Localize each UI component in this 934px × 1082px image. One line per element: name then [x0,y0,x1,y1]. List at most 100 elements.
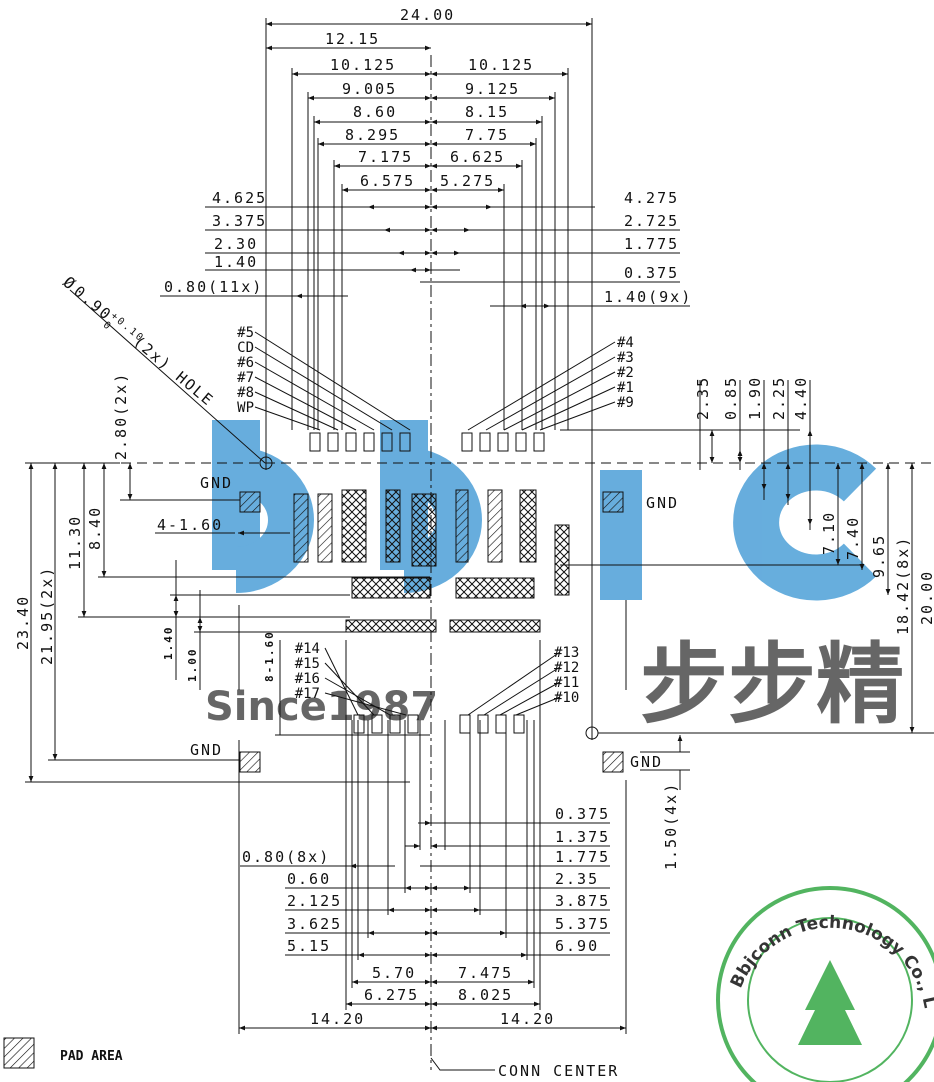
dim-7-10: 7.10 [820,511,838,555]
watermark-letter-b1-bowl [234,447,314,593]
dim-4-1-60: 4-1.60 [157,516,223,534]
dim-9-005: 9.005 [342,80,397,98]
pin-label-7: #7 [237,370,254,386]
pin-label-4: #4 [617,335,634,351]
hole-count: (2x) HOLE [130,332,218,410]
pin-label-2: #2 [617,365,634,381]
dim-8-15: 8.15 [465,103,509,121]
pin-label-8: #8 [237,385,254,401]
dim-6-575: 6.575 [360,172,415,190]
dim-4-625: 4.625 [212,189,267,207]
dim-1-40: 1.40 [214,253,258,271]
dim-20-00: 20.00 [918,570,934,625]
gnd-label-top-right: GND [646,494,679,512]
dim-2-30: 2.30 [214,235,258,253]
pin-label-3: #3 [617,350,634,366]
pin-label-11: #11 [554,675,579,691]
pin-label-10: #10 [554,690,579,706]
watermark-letter-c [733,444,877,601]
gnd-pad-bottom-left [239,751,261,773]
dim-18-42-8x: 18.42(8x) [894,536,912,635]
gnd-pad-top-left [239,491,261,513]
dim-10-125-left: 10.125 [330,56,396,74]
dim-23-40: 23.40 [14,595,32,650]
dim-b-3-875: 3.875 [555,892,610,910]
dim-2-725: 2.725 [624,212,679,230]
dim-b-3-625: 3.625 [287,915,342,933]
dim-9-125: 9.125 [465,80,520,98]
dim-1-775: 1.775 [624,235,679,253]
top-pin-row [309,432,545,452]
dim-8-295: 8.295 [345,126,400,144]
dim-3-375: 3.375 [212,212,267,230]
dim-7-175: 7.175 [358,148,413,166]
dim-24-00: 24.00 [400,6,455,24]
dim-2-25: 2.25 [770,376,788,420]
pin-label-wp: WP [237,400,254,416]
dim-b-1-375: 1.375 [555,828,610,846]
dim-b-14-20-right: 14.20 [500,1010,555,1028]
dim-2-35-right: 2.35 [694,376,712,420]
dim-8-60: 8.60 [353,103,397,121]
dim-0-80-11x: 0.80(11x) [164,278,263,296]
dim-b-0-375: 0.375 [555,805,610,823]
watermark-chinese: 步步精 [640,633,904,736]
watermark-since: Since1987 [205,684,438,730]
dim-11-30: 11.30 [66,515,84,570]
dim-2-80-2x: 2.80(2x) [112,372,130,460]
dim-0-85: 0.85 [722,376,740,420]
dim-b-2-35: 2.35 [555,870,599,888]
dim-8-40: 8.40 [86,506,104,550]
dim-6-625: 6.625 [450,148,505,166]
dim-9-65: 9.65 [870,534,888,578]
bottom-pin-row [353,714,525,734]
dim-12-15: 12.15 [325,30,380,48]
dim-4-40: 4.40 [792,376,810,420]
conn-center-label: CONN CENTER [498,1062,619,1080]
pin-label-9: #9 [617,395,634,411]
dim-7-75: 7.75 [465,126,509,144]
dim-1-90: 1.90 [746,376,764,420]
dim-b-5-15: 5.15 [287,937,331,955]
dim-b-5-375: 5.375 [555,915,610,933]
dim-b-8-025: 8.025 [458,986,513,1004]
dim-b-0-80-8x: 0.80(8x) [242,848,330,866]
gnd-label-bottom-left: GND [190,741,223,759]
dim-1-00: 1.00 [186,648,199,683]
dim-0-375: 0.375 [624,264,679,282]
dim-1-40-left: 1.40 [162,626,175,661]
dim-b-6-275: 6.275 [364,986,419,1004]
dim-5-275: 5.275 [440,172,495,190]
gnd-label-top-left: GND [200,474,233,492]
dim-8-1-60: 8-1.60 [263,630,276,682]
pin-label-1: #1 [617,380,634,396]
gnd-pad-bottom-right [602,751,624,773]
dim-b-5-70: 5.70 [372,964,416,982]
pin-label-5: #5 [237,325,254,341]
pin-label-14: #14 [295,641,320,657]
pin-label-12: #12 [554,660,579,676]
dim-b-6-90: 6.90 [555,937,599,955]
pad-area-legend-label: PAD AREA [60,1049,123,1064]
dim-1-40-9x: 1.40(9x) [604,288,692,306]
dim-b-7-475: 7.475 [458,964,513,982]
gnd-label-bottom-right: GND [630,753,663,771]
pin-label-6: #6 [237,355,254,371]
dim-21-95-2x: 21.95(2x) [38,566,56,665]
pin-label-16: #16 [295,671,320,687]
dim-b-1-775: 1.775 [555,848,610,866]
pin-label-13: #13 [554,645,579,661]
pin-label-cd: CD [237,340,254,356]
dim-b-2-125: 2.125 [287,892,342,910]
dim-1-50-4x: 1.50(4x) [662,782,680,870]
dim-4-275: 4.275 [624,189,679,207]
dim-b-0-60: 0.60 [287,870,331,888]
dim-7-40: 7.40 [844,516,862,560]
pin-label-15: #15 [295,656,320,672]
dim-b-14-20-left: 14.20 [310,1010,365,1028]
pad-area-legend-swatch [3,1037,35,1069]
pin-label-17: #17 [295,686,320,702]
dim-10-125-right: 10.125 [468,56,534,74]
